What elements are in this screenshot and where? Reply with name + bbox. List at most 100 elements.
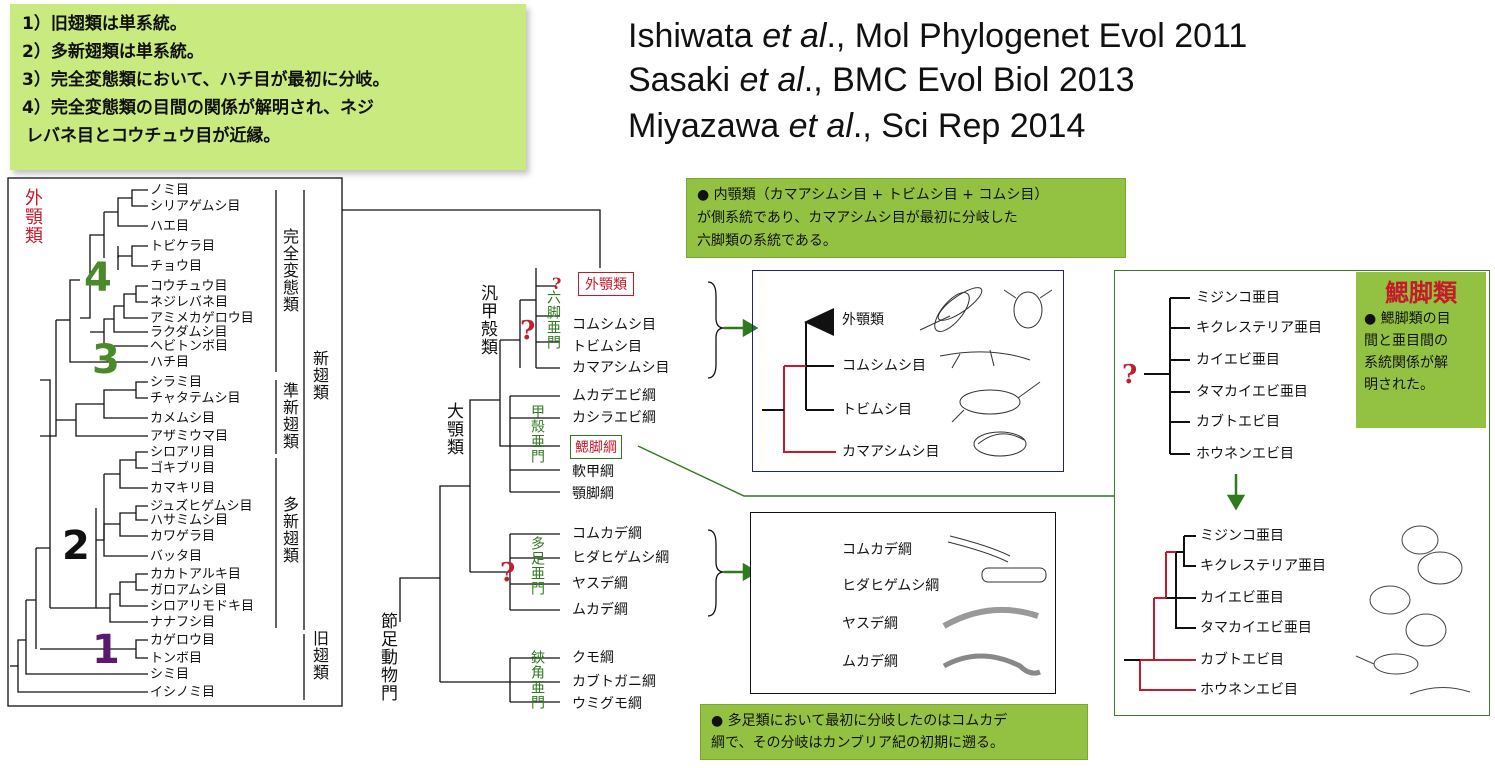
taxon-label: ウミグモ綱 [572,696,642,712]
branchiopoda-note: 鰓脚類 ● 鰓脚類の目 間と亜目間の 系統関係が解 明された。 [1356,272,1486,428]
myriapoda-label: 多足亜門 [529,536,545,596]
taxon-label: ラクダムシ目 [150,325,228,340]
note-line: ● 鰓脚類の目 [1364,311,1451,327]
taxon-label: カマキリ目 [150,481,216,496]
taxon-label: シミ目 [150,667,190,682]
taxon-label: アザミウマ目 [150,429,229,444]
mandibulata-label: 大顎類 [443,402,463,456]
exopterygota-triangle [804,308,834,336]
taxon-label: ホウネンエビ目 [1196,446,1294,462]
taxon-label: タマカイエビ亜目 [1200,620,1312,636]
taxon-label: コムカデ綱 [572,526,642,542]
taxon-label: シラミ目 [150,375,203,390]
taxon-label: ハサミムシ目 [150,513,229,528]
taxon-label: カブトエビ目 [1196,414,1280,430]
chelicerata-label: 鋏角亜門 [529,650,545,710]
hexapod-box [752,270,1064,472]
hexapod-illustrations [919,287,1053,457]
finding-number-3: 3 [92,337,120,383]
taxon-label: ヤスデ綱 [842,616,898,632]
note-line: 間と亜目間の [1364,333,1448,349]
taxon-label: ネジレバネ目 [150,295,229,310]
question-mark: ? [1122,360,1138,390]
myriapod-box [750,512,1056,694]
taxon-label: コウチュウ目 [150,279,228,294]
taxon-label: カメムシ目 [150,411,216,426]
taxon-label: ムカデ綱 [572,602,628,618]
taxon-label: シロアリ目 [150,445,216,460]
taxon-label: クモ綱 [572,650,614,666]
polyneoptera-label: 多新翅類 [280,496,299,564]
taxon-label: トンボ目 [150,651,203,666]
hexapoda-label: 六脚亜門 [545,290,561,350]
taxon-label: カマアシムシ目 [842,444,940,460]
taxon-label: バッタ目 [150,549,203,564]
taxon-label: ホウネンエビ目 [1200,682,1298,698]
taxon-label: カブトエビ目 [1200,652,1284,668]
exopterygota-label: 外顎類 [22,188,43,245]
finding-number-4: 4 [84,255,112,301]
myriapod-note: ● 多足類において最初に分岐したのはコムカデ 綱で、その分岐はカンブリア紀の初期… [700,704,1088,760]
pancrustacea-label: 汎甲殻類 [477,284,497,356]
taxon-label: シリアゲムシ目 [150,199,241,214]
note-line: が側系統であり、カマアシムシ目が最初に分岐した [697,210,1018,226]
taxon-label: ヒダヒゲムシ綱 [572,550,670,566]
arthropoda-label: 節足動物門 [377,612,397,702]
citation: Sasaki et al., BMC Evol Biol 2013 [628,61,1135,99]
crustacea-label: 甲殻亜門 [529,404,545,464]
taxon-label: ミジンコ亜目 [1196,290,1280,306]
taxon-label: カゲロウ目 [150,633,216,648]
taxon-label: ゴキブリ目 [150,461,216,476]
taxon-label: キクレステリア亜目 [1196,320,1322,336]
taxon-label: 軟甲綱 [572,464,614,480]
paraneoptera-label: 準新翅類 [280,382,299,450]
summary-point: 1）旧翅類は単系統。 [22,14,187,34]
taxon-label: カマアシムシ目 [572,360,670,376]
exopterygota-box: 外顎類 [578,272,634,296]
taxon-label: ヤスデ綱 [572,576,628,592]
neoptera-label: 新翅類 [310,350,329,401]
question-mark: ? [500,558,516,588]
taxon-label: ノミ目 [150,183,190,198]
palaeoptera-label: 旧翅類 [310,630,329,681]
taxon-label: カワゲラ目 [150,529,216,544]
note-line: ● 内顎類（カマアシムシ目 + トビムシ目 + コムシ目） [697,187,1049,203]
taxon-label: シロアリモドキ目 [150,599,255,614]
citation: Miyazawa et al., Sci Rep 2014 [628,107,1086,145]
taxon-label: カシラエビ綱 [572,410,656,426]
note-line: 六脚類の系統である。 [697,233,837,249]
note-line: 明された。 [1364,377,1434,393]
note-line: 綱で、その分岐はカンブリア紀の初期に遡る。 [711,735,1005,751]
summary-note: 1）旧翅類は単系統。 2）多新翅類は単系統。 3）完全変態類において、ハチ目が最… [10,4,526,170]
summary-point: 3）完全変態類において、ハチ目が最初に分岐。 [22,70,390,90]
taxon-label: カイエビ亜目 [1196,352,1280,368]
taxon-label: ヘビトンボ目 [150,339,229,354]
taxon-label: 鰓脚綱 [575,440,617,456]
hexapod-note: ● 内顎類（カマアシムシ目 + トビムシ目 + コムシ目） が側系統であり、カマ… [686,178,1126,258]
branchiopoda-panel [1114,270,1490,716]
taxon-label: アミメカゲロウ目 [150,311,254,326]
branchiopod-illustrations [1355,525,1471,695]
taxon-label: トビムシ目 [842,402,912,418]
taxon-label: タマカイエビ亜目 [1196,384,1308,400]
taxon-label: コムシムシ目 [572,317,656,333]
note-line: ● 多足類において最初に分岐したのはコムカデ [711,713,1008,729]
taxon-label: ミジンコ亜目 [1200,528,1284,544]
branchiopoda-box: 鰓脚綱 [570,435,622,459]
taxon-label: ナナフシ目 [150,615,216,630]
taxon-label: トビケラ目 [150,239,216,254]
taxon-label: カイエビ亜目 [1200,590,1284,606]
branchiopoda-title: 鰓脚類 [1385,279,1457,307]
note-line: 系統関係が解 [1364,355,1448,371]
taxon-label: カブトガニ綱 [572,674,656,690]
taxon-label: コムカデ綱 [842,542,912,558]
taxon-label: ムカデエビ綱 [572,388,656,404]
taxon-label: 外顎類 [585,277,627,293]
myriapod-illustrations [942,535,1047,676]
taxon-label: チャタテムシ目 [150,391,241,406]
finding-number-1: 1 [92,627,120,673]
summary-point: レバネ目とコウチュウ目が近縁。 [26,126,281,146]
taxon-label: ムカデ綱 [842,654,898,670]
taxon-label: イシノミ目 [150,685,216,700]
